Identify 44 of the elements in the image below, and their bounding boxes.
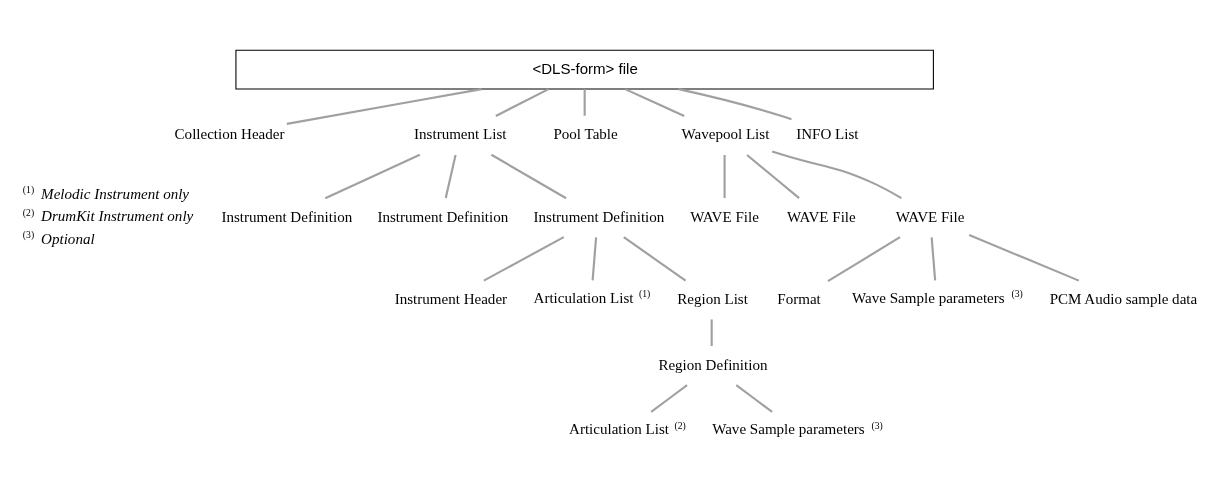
node-text: Instrument Definition bbox=[220, 208, 352, 225]
node-box: <DLS-form> file bbox=[234, 49, 934, 90]
connector bbox=[771, 150, 902, 200]
node-text: Instrument List bbox=[413, 126, 506, 143]
connector bbox=[490, 153, 567, 200]
connector bbox=[930, 237, 936, 281]
node-text: Region List bbox=[676, 290, 748, 307]
node-text: INFO List bbox=[795, 126, 858, 143]
node-text: Region Definition bbox=[657, 356, 767, 373]
node-text: Format bbox=[776, 290, 821, 307]
connector bbox=[677, 88, 792, 121]
connector bbox=[444, 154, 457, 199]
node-text: Instrument Definition bbox=[376, 208, 508, 225]
label: $^{(2)}$ DrumKit Instrument only bbox=[22, 206, 193, 225]
connector bbox=[622, 236, 686, 282]
node-text: WAVE File bbox=[689, 208, 759, 225]
label: $^{(3)}$ Optional bbox=[22, 229, 95, 247]
connector bbox=[494, 88, 549, 117]
connector bbox=[650, 384, 688, 413]
node-text: Instrument Header bbox=[394, 290, 507, 307]
connector bbox=[624, 88, 685, 117]
connector bbox=[286, 88, 482, 125]
node-text: Articulation List $^{(1)}$ bbox=[533, 288, 650, 306]
node-text: Wavepool List bbox=[681, 126, 769, 143]
connector bbox=[591, 237, 597, 281]
connector bbox=[735, 384, 773, 413]
node-text: Articulation List $^{(2)}$ bbox=[568, 419, 686, 438]
connector bbox=[710, 319, 713, 347]
node-text: WAVE File bbox=[786, 208, 856, 225]
connector bbox=[482, 236, 564, 282]
connector bbox=[324, 153, 420, 200]
connector bbox=[745, 154, 800, 199]
node-text: Pool Table bbox=[552, 126, 618, 143]
node-text: Wave Sample parameters $^{(3)}$ bbox=[851, 288, 1023, 306]
node-text: Collection Header bbox=[174, 126, 284, 143]
connector bbox=[968, 234, 1079, 282]
connector bbox=[826, 236, 901, 283]
node-text: Wave Sample parameters $^{(3)}$ bbox=[711, 419, 883, 438]
node-text: WAVE File bbox=[895, 208, 964, 225]
connector bbox=[723, 155, 726, 199]
label: $^{(1)}$ Melodic Instrument only bbox=[22, 184, 189, 202]
node-text: Instrument Definition bbox=[533, 208, 664, 225]
connector bbox=[583, 89, 586, 116]
node-text: PCM Audio sample data bbox=[1049, 290, 1197, 307]
